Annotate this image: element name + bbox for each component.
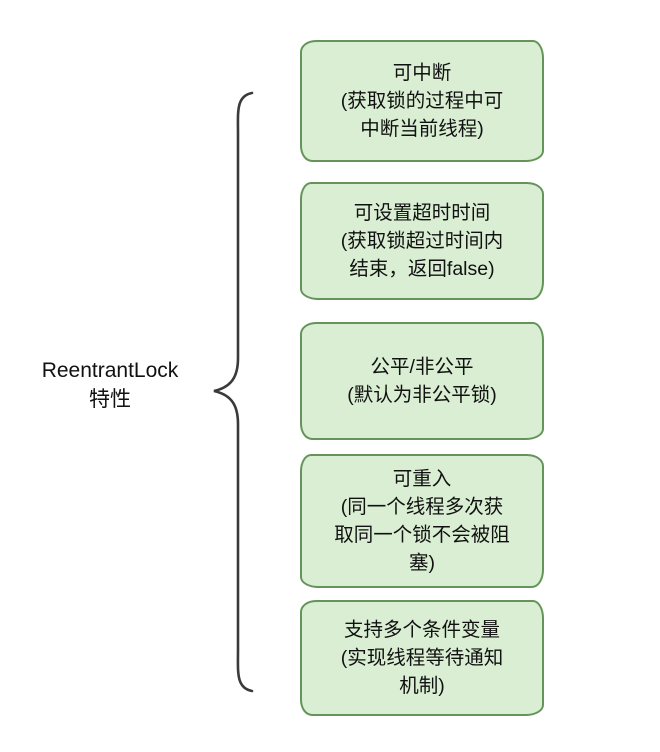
curly-brace	[213, 91, 254, 693]
node-timeout: 可设置超时时间 (获取锁超过时间内 结束，返回false)	[300, 182, 544, 300]
node-timeout-text: 可设置超时时间 (获取锁超过时间内 结束，返回false)	[340, 202, 504, 280]
node-interruptible-text: 可中断 (获取锁的过程中可 中断当前线程)	[340, 62, 504, 140]
node-condition-variables: 支持多个条件变量 (实现线程等待通知 机制)	[300, 600, 544, 716]
node-reentrant: 可重入 (同一个线程多次获 取同一个锁不会被阻 塞)	[300, 454, 544, 588]
root-label-line1: ReentrantLock	[41, 359, 179, 382]
root-label: ReentrantLock 特性	[15, 356, 205, 414]
root-label-line2: 特性	[89, 388, 131, 411]
node-interruptible: 可中断 (获取锁的过程中可 中断当前线程)	[300, 40, 544, 162]
node-fairness-text: 公平/非公平 (默认为非公平锁)	[347, 356, 497, 406]
node-reentrant-text: 可重入 (同一个线程多次获 取同一个锁不会被阻 塞)	[334, 468, 510, 574]
node-fairness: 公平/非公平 (默认为非公平锁)	[300, 322, 544, 440]
node-condition-variables-text: 支持多个条件变量 (实现线程等待通知 机制)	[340, 619, 504, 697]
